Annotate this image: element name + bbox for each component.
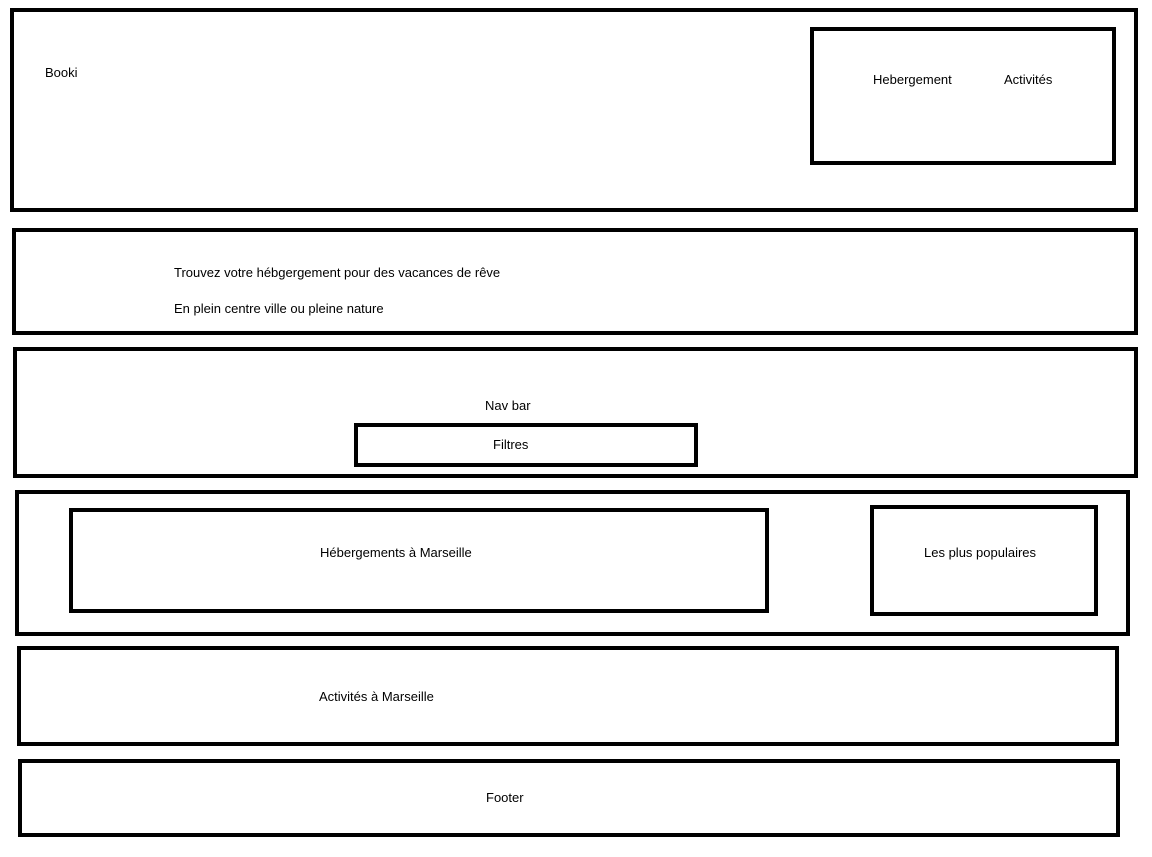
accommodations-box — [69, 508, 769, 613]
hero-block — [12, 228, 1138, 335]
activities-block — [17, 646, 1119, 746]
header-nav-box — [810, 27, 1116, 165]
filters-label: Filtres — [493, 437, 529, 452]
footer-label: Footer — [486, 790, 524, 805]
popular-label: Les plus populaires — [924, 545, 1037, 560]
hero-subtitle: En plein centre ville ou pleine nature — [174, 301, 384, 316]
footer-block — [18, 759, 1120, 837]
navbar-label: Nav bar — [485, 398, 531, 413]
logo-text[interactable]: Booki — [45, 65, 78, 80]
popular-box — [870, 505, 1098, 616]
activities-label: Activités à Marseille — [319, 689, 434, 704]
filters-box[interactable] — [354, 423, 698, 467]
nav-item-hebergement[interactable]: Hebergement — [873, 72, 952, 87]
hero-title: Trouvez votre hébgergement pour des vaca… — [174, 265, 501, 280]
nav-item-activites[interactable]: Activités — [1004, 72, 1053, 87]
accommodations-label: Hébergements à Marseille — [320, 545, 472, 560]
